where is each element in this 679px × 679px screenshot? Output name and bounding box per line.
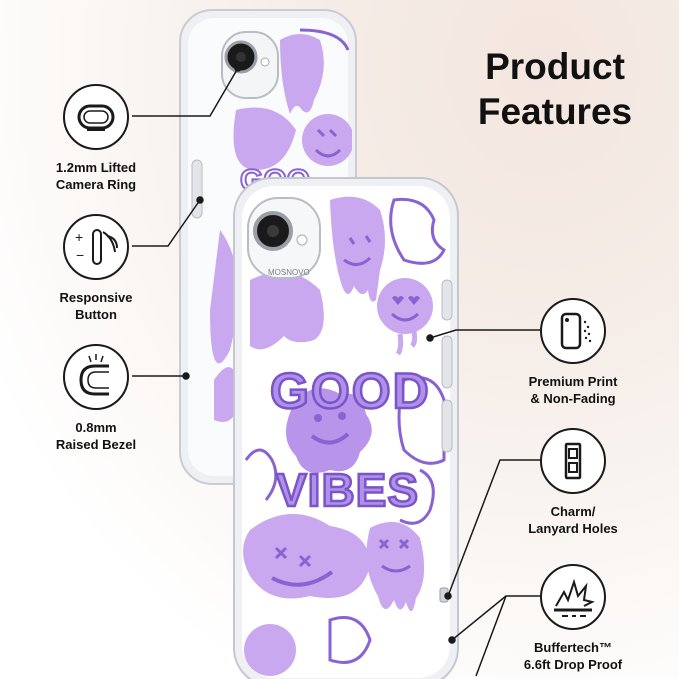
case-text-vibes: VIBES <box>276 464 419 516</box>
title-line-1: Product <box>485 46 625 87</box>
impact-icon <box>540 564 606 630</box>
brand-logo: MOSNOVO <box>268 268 310 277</box>
feature-lanyard-holes: Charm/Lanyard Holes <box>510 428 636 538</box>
responsive-button-icon: + − <box>63 214 129 280</box>
feature-premium-print: Premium Print& Non-Fading <box>510 298 636 408</box>
front-phone-case: GOOD VIBES MOSNOVO <box>233 177 459 679</box>
svg-text:−: − <box>76 247 84 263</box>
title-line-2: Features <box>477 91 633 133</box>
page-title: Product Features <box>440 44 670 134</box>
phone-print-icon <box>540 298 606 364</box>
case-text-good: GOOD <box>270 363 431 419</box>
raised-bezel-icon <box>63 344 129 410</box>
lanyard-hole-icon <box>540 428 606 494</box>
callout-lines <box>132 64 543 677</box>
camera-ring-icon <box>63 84 129 150</box>
svg-text:+: + <box>75 229 83 245</box>
